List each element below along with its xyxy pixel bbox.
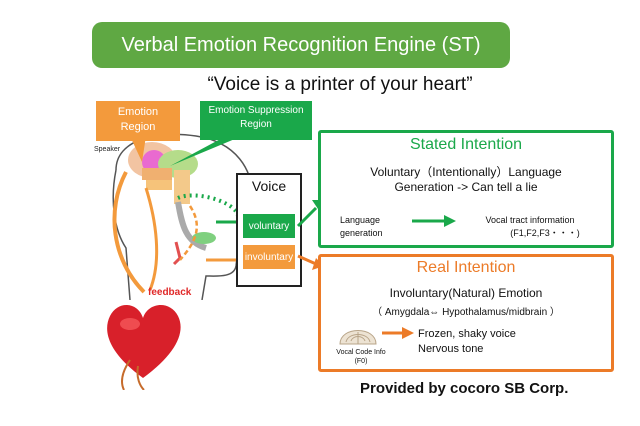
vocal-tract-line2: (F1,F2,F3・・・): [510, 228, 580, 238]
stated-line2: Generation -> Can tell a lie: [394, 180, 538, 194]
voice-title: Voice: [251, 178, 287, 194]
emotion-suppression-region-label: Emotion Suppression Region: [200, 101, 312, 140]
real-line1: Involuntary(Natural) Emotion: [389, 286, 543, 300]
vocal-tract-info-label: Vocal tract information (F1,F2,F3・・・): [460, 214, 600, 240]
emotion-region-line1: Emotion: [117, 106, 159, 118]
real-intention-box: [318, 254, 614, 372]
heart-vessel-1: [121, 359, 131, 390]
language-generation-line2: generation: [340, 228, 383, 238]
voluntary-connector: [296, 206, 318, 228]
language-to-tract-arrow: [412, 215, 456, 227]
vocal-code-arrow: [382, 327, 414, 339]
emotion-region-label: Emotion Region: [96, 101, 180, 141]
involuntary-chip: involuntary: [243, 245, 295, 269]
brainstem-region: [174, 170, 190, 204]
midbrain-region: [146, 180, 172, 190]
emotion-region-pointer: [130, 136, 146, 162]
result-line1: Frozen, shaky voice: [418, 328, 516, 340]
tagline-quote: “Voice is a printer of your heart”: [207, 74, 473, 95]
stated-line1: Voluntary（Intentionally）Language: [370, 165, 562, 179]
language-generation-line1: Language: [340, 215, 381, 225]
real-line2: （ Amygdala⇔ Hypothalamus/midbrain ）: [372, 307, 560, 318]
hypothalamus-region: [142, 168, 172, 180]
title-text: Verbal Emotion Recognition Engine (ST): [121, 33, 481, 56]
title-banner: Verbal Emotion Recognition Engine (ST): [92, 22, 510, 68]
tongue-shape: [192, 232, 216, 244]
suppression-region-pointer: [170, 136, 242, 166]
speaker-label: Speaker: [94, 146, 121, 153]
heart-shape: [107, 304, 181, 378]
voluntary-label: voluntary: [248, 220, 290, 232]
heart-highlight: [120, 318, 140, 330]
stated-intention-title: Stated Intention: [409, 136, 523, 153]
voluntary-chip: voluntary: [243, 214, 295, 238]
emotion-result-label: Frozen, shaky voice Nervous tone: [418, 327, 516, 357]
emotion-region-line2: Region: [120, 121, 156, 133]
feedback-arrow-left: [112, 171, 146, 294]
vocal-code-line1: Vocal Code Info: [336, 349, 386, 356]
region-pointers: [130, 136, 242, 166]
suppression-region-line1: Emotion Suppression: [208, 105, 304, 116]
involuntary-path-arrow: [179, 205, 198, 261]
vocal-code-icon: [339, 330, 377, 345]
result-line2: Nervous tone: [418, 343, 484, 355]
feedback-label: feedback: [148, 287, 192, 298]
speaker-head-illustration: [112, 133, 257, 300]
vocal-code-info-label: Vocal Code Info (F0): [326, 348, 396, 366]
vocal-tract: [175, 201, 208, 251]
vocal-tract-line1: Vocal tract information: [485, 215, 575, 225]
real-intention-title: Real Intention: [416, 259, 516, 276]
voluntary-path-dots: [177, 193, 240, 217]
involuntary-label: involuntary: [244, 251, 294, 263]
stated-intention-box: [318, 130, 614, 248]
involuntary-connector: [297, 254, 317, 266]
heart-vessel-2: [136, 365, 145, 390]
language-generation-label: Language generation: [340, 214, 383, 240]
provided-by-credit: Provided by cocoro SB Corp.: [360, 380, 569, 397]
feedback-arrow-mid: [144, 187, 159, 291]
vocal-code-line2: (F0): [354, 358, 368, 365]
larynx-mark: [172, 241, 182, 266]
heart-illustration: [107, 304, 181, 390]
suppression-region-line2: Region: [240, 119, 272, 130]
